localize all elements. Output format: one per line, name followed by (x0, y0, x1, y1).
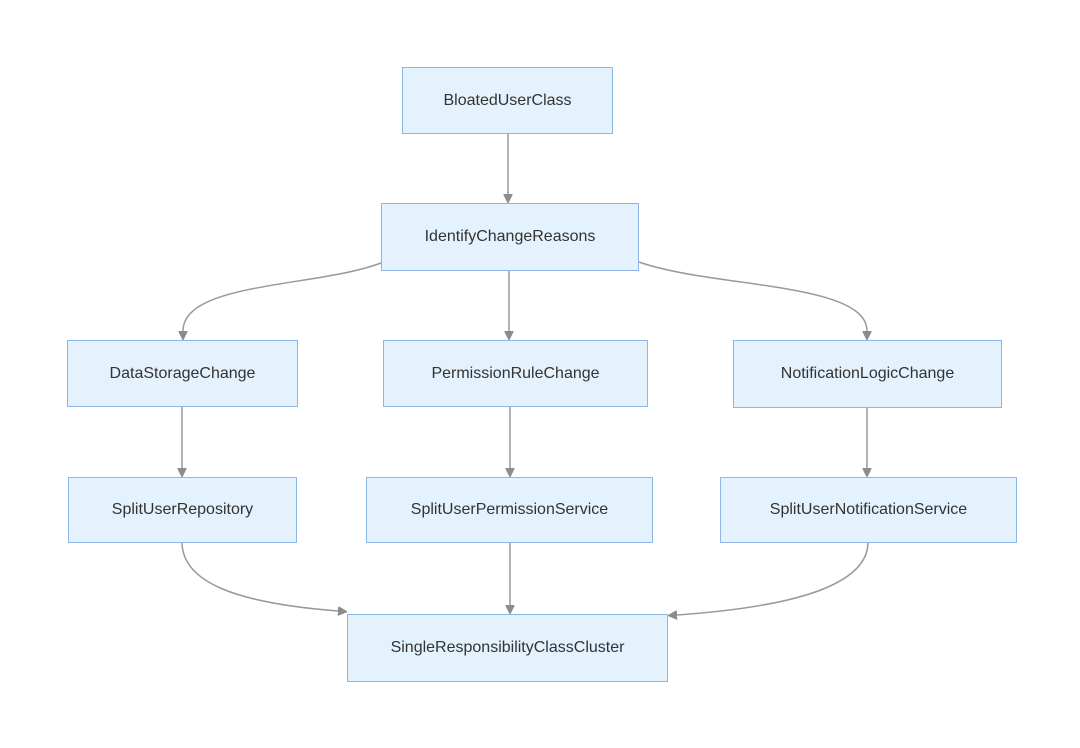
node-identify-change-reasons: IdentifyChangeReasons (381, 203, 639, 271)
node-notification-logic-change: NotificationLogicChange (733, 340, 1002, 408)
node-single-responsibility-class-cluster: SingleResponsibilityClassCluster (347, 614, 668, 682)
edge-identifychangereasons-notificationlogicchange (638, 261, 867, 331)
node-label: DataStorageChange (109, 364, 256, 382)
node-split-user-repository: SplitUserRepository (68, 477, 297, 543)
node-split-user-notification-service: SplitUserNotificationService (720, 477, 1017, 543)
node-label: BloatedUserClass (443, 91, 572, 109)
node-label: SplitUserNotificationService (769, 501, 968, 518)
node-data-storage-change: DataStorageChange (67, 340, 298, 407)
edge-splitusernotificationservice-singleresponsibilityclasscluster (677, 542, 869, 615)
edge-splituserrepository-singleresponsibilityclasscluster (181, 542, 338, 611)
node-label: PermissionRuleChange (431, 364, 600, 382)
node-label: SingleResponsibilityClassCluster (390, 639, 625, 656)
node-split-user-permission-service: SplitUserPermissionService (366, 477, 653, 543)
edge-identifychangereasons-datastoragechange (183, 262, 382, 331)
node-label: SplitUserRepository (111, 501, 254, 518)
node-label: NotificationLogicChange (780, 365, 955, 382)
node-label: IdentifyChangeReasons (424, 228, 596, 245)
node-permission-rule-change: PermissionRuleChange (383, 340, 648, 407)
node-label: SplitUserPermissionService (410, 501, 609, 518)
node-bloated-user-class: BloatedUserClass (402, 67, 613, 134)
